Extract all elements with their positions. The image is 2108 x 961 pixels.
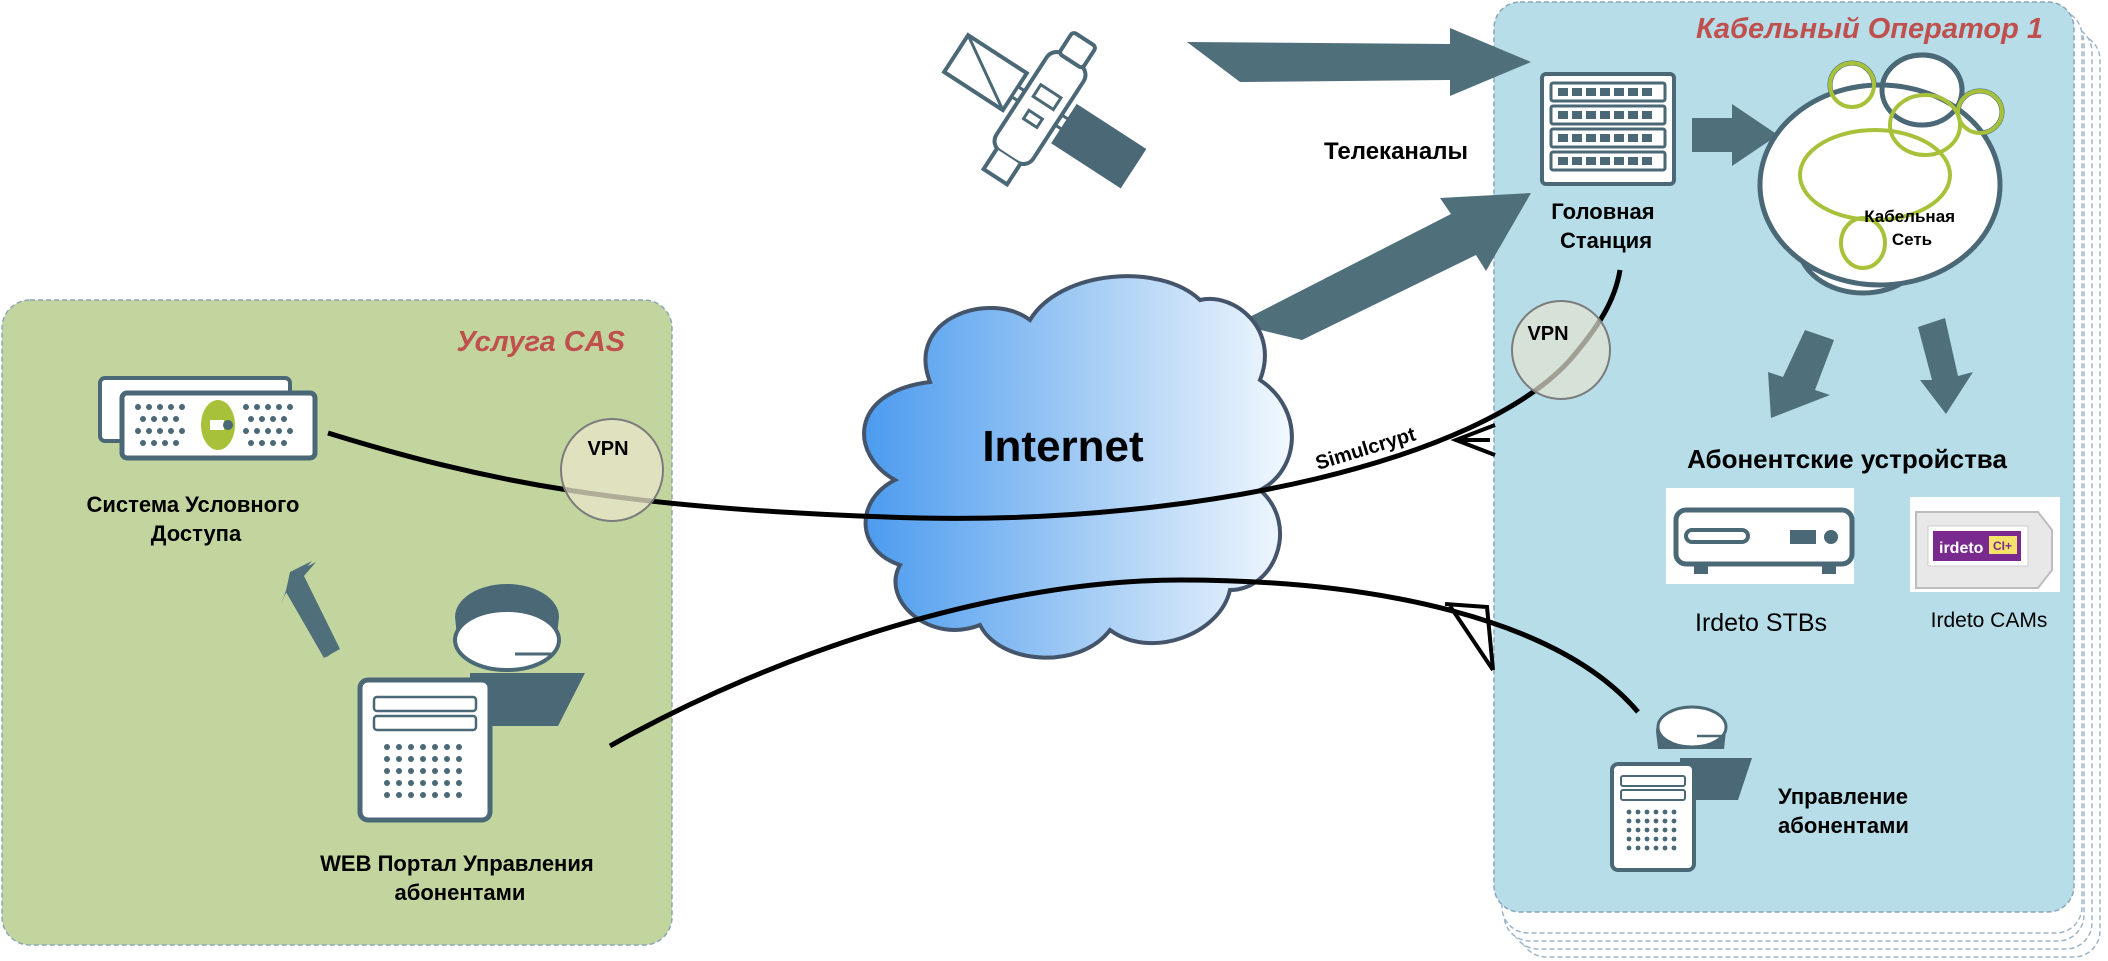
network-to-cam-arrow	[1918, 318, 1973, 414]
cam-label: Irdeto CAMs	[1931, 609, 2048, 632]
satellite-to-headend-arrow	[1187, 28, 1531, 96]
portal-management-link	[608, 577, 1640, 749]
cas-panel-background	[1, 299, 673, 946]
cam-logo-suffix: CI+	[1993, 539, 2012, 553]
cas-vpn-label: VPN	[587, 438, 628, 460]
network-to-stb-arrow	[1768, 330, 1834, 418]
subscriber-mgmt-label: Управление абонентами	[1778, 784, 1914, 838]
internet-to-headend-arrow	[1236, 193, 1531, 340]
cas-server-icon	[98, 376, 318, 461]
internet-cloud: Internet	[862, 274, 1294, 660]
headend-rack-icon	[1540, 72, 1676, 186]
internet-label: Internet	[982, 422, 1144, 471]
subscriber-mgmt-icon	[1610, 705, 1752, 872]
subscriber-devices-title: Абонентские устройства	[1687, 444, 2007, 474]
portal-to-cas-arrowhead	[281, 562, 340, 658]
headend-label: Головная Станция	[1551, 199, 1660, 253]
cas-system-label: Система Условного Доступа	[86, 492, 305, 546]
stb-label: Irdeto STBs	[1695, 609, 1827, 637]
web-portal-icon	[357, 584, 585, 823]
cable-network-label: Кабельная Сеть	[1864, 207, 1960, 249]
cas-vpn-marker: VPN	[560, 418, 664, 522]
headend-to-network-arrow	[1692, 104, 1778, 166]
cam-card-icon: irdeto CI+	[1910, 497, 2060, 592]
cas-panel-title: Услуга CAS	[456, 326, 625, 358]
tv-channels-label: Телеканалы	[1324, 138, 1468, 165]
web-portal-label: WEB Портал Управления абонентами	[320, 851, 600, 905]
cam-logo-text: irdeto	[1939, 540, 1984, 557]
operator-vpn-marker: VPN	[1511, 300, 1611, 400]
portal-link-arrowheads	[1444, 602, 1495, 672]
cas-service-panel: Услуга CAS	[1, 299, 673, 946]
set-top-box-icon	[1666, 488, 1855, 584]
operator-panel-title: Кабельный Оператор 1	[1696, 13, 2043, 45]
cable-network-icon	[1757, 52, 2005, 296]
satellite-icon	[941, 31, 1147, 189]
operator-vpn-label: VPN	[1527, 323, 1568, 345]
simulcrypt-arrowheads	[1450, 423, 1496, 457]
